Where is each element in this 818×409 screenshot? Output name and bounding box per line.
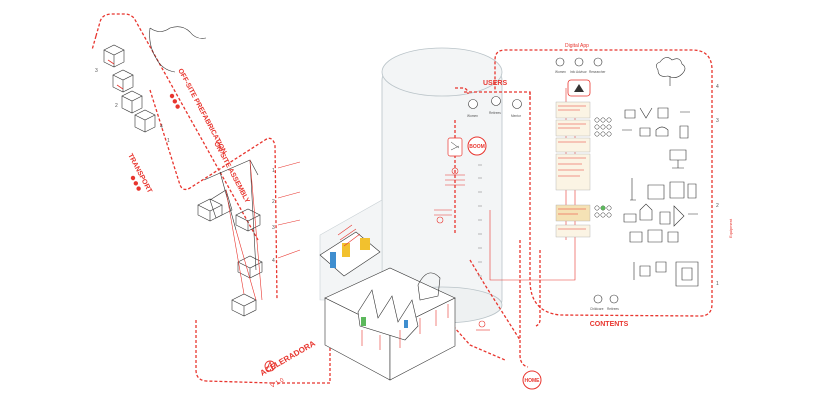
digital-app-title: Digital App: [565, 43, 589, 49]
assembly-step-label: 1: [272, 168, 275, 174]
transport-group: TRANSPORT: [126, 153, 153, 195]
contents-role-label: Retirees: [607, 307, 619, 311]
offsite-step-label: 4: [160, 124, 163, 130]
contents-role: Childcare: [590, 294, 604, 311]
mid-caption: [476, 320, 490, 331]
app-role: Info Advisor: [570, 57, 588, 74]
user-avatar: Retirees: [489, 96, 501, 115]
home-badge: HOME: [522, 370, 542, 390]
user-label: Women: [467, 114, 478, 118]
home-label: HOME: [525, 378, 541, 384]
onsite-assembly-group: ON-SITE ASSEMBLY 1 2 3 4: [197, 141, 301, 317]
equipment-number: 2: [716, 203, 719, 209]
boom-label: BOOM: [469, 144, 485, 150]
app-role: Women: [555, 57, 566, 74]
version-label: V 1.0: [270, 377, 286, 390]
app-role-label: Researcher: [589, 70, 606, 74]
prefab-module: [103, 44, 156, 133]
contents-title: CONTENTS: [590, 321, 629, 328]
offsite-step-label: 1: [167, 138, 170, 144]
contents-group: Childcare Retirees CONTENTS: [590, 294, 629, 328]
user-label: Mentor: [511, 114, 522, 118]
shelf-unit: [319, 224, 381, 277]
users-group: USERS Women Retirees Mentor: [434, 80, 522, 224]
user-label: Retirees: [489, 111, 501, 115]
equipment-number: 3: [716, 118, 719, 124]
aceleradora-label: ACELERADORA: [259, 339, 318, 378]
user-avatar: Mentor: [511, 99, 522, 118]
boom-badge: BOOM: [467, 136, 487, 156]
assembly-step-label: 3: [272, 225, 275, 231]
equipment-number: 1: [716, 281, 719, 287]
offsite-step-label: 2: [115, 103, 118, 109]
equipment-sketches: 4 3 2 1 Equipment: [622, 57, 733, 287]
users-title: USERS: [483, 80, 507, 87]
assembly-step-label: 2: [272, 199, 275, 205]
equipment-number: 4: [716, 84, 719, 90]
user-avatar: Women: [467, 99, 478, 118]
contents-role: Retirees: [607, 294, 619, 311]
offsite-prefab-group: OFF-SITE PREFABRICATION 3 2 4 1: [95, 26, 227, 155]
app-role-label: Women: [555, 70, 566, 74]
building-model: [324, 267, 456, 381]
contents-role-label: Childcare: [590, 307, 604, 311]
app-role: Researcher: [589, 57, 606, 74]
aceleradora-title: ACELERADORA V 1.0: [259, 339, 318, 390]
equipment-side-label: Equipment: [728, 218, 733, 238]
digital-app-panel: Digital App Women Info Advisor Researche…: [555, 43, 612, 238]
assembly-step-label: 4: [272, 258, 275, 264]
offsite-step-label: 3: [95, 68, 98, 74]
scale-ticks: [478, 164, 482, 277]
app-role-label: Info Advisor: [570, 70, 588, 74]
